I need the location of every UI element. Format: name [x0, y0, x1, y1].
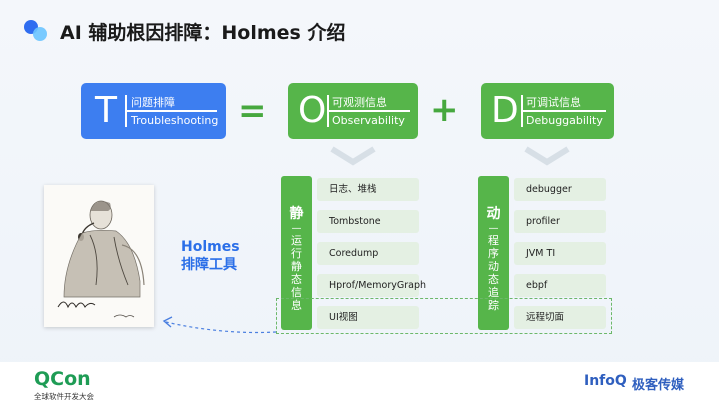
- observability-box: O 可观测信息 Observability: [288, 83, 418, 139]
- qcon-subtitle: 全球软件开发大会: [34, 392, 94, 401]
- static-head-char: 静: [289, 206, 304, 222]
- dynamic-item: 远程切面: [514, 306, 606, 329]
- o-underline: [327, 110, 410, 112]
- d-en-label: Debuggability: [526, 114, 603, 127]
- dynamic-char: 态: [488, 273, 499, 286]
- holmes-portrait-image: [44, 185, 154, 327]
- dynamic-separator: —: [488, 223, 499, 234]
- static-item: Hprof/MemoryGraph: [317, 274, 426, 297]
- static-char: 态: [291, 273, 302, 286]
- static-item: UI视图: [317, 306, 419, 329]
- dynamic-item: JVM TI: [514, 242, 606, 265]
- qcon-logo: QCon: [34, 368, 91, 390]
- portrait-sketch-icon: [44, 185, 154, 327]
- dynamic-char: 踪: [488, 299, 499, 312]
- dynamic-info-vertical-label: 动 — 程 序 动 态 追 踪: [478, 204, 509, 312]
- static-item: Tombstone: [317, 210, 419, 233]
- static-info-vertical-label: 静 — 运 行 静 态 信 息: [281, 204, 312, 312]
- chevron-down-icon: [524, 146, 570, 166]
- o-en-label: Observability: [332, 114, 405, 127]
- dynamic-item: profiler: [514, 210, 606, 233]
- slide-title: AI 辅助根因排障：Holmes 介绍: [60, 22, 346, 44]
- o-zh-label: 可观测信息: [332, 96, 387, 109]
- dynamic-char: 追: [488, 286, 499, 299]
- dynamic-char: 程: [488, 234, 499, 247]
- static-char: 行: [291, 247, 302, 260]
- t-letter: T: [95, 90, 117, 131]
- infoq-logo: InfoQ: [584, 373, 627, 389]
- holmes-tool-label: Holmes 排障工具: [181, 238, 240, 274]
- troubleshooting-box: T 问题排障 Troubleshooting: [81, 83, 226, 139]
- holmes-label-line2: 排障工具: [181, 257, 237, 273]
- t-en-label: Troubleshooting: [131, 114, 219, 127]
- t-zh-label: 问题排障: [131, 96, 175, 109]
- d-letter: D: [491, 90, 519, 131]
- static-char: 息: [291, 299, 302, 312]
- holmes-label-line1: Holmes: [181, 239, 240, 255]
- geek-media-logo: 极客传媒: [632, 378, 685, 393]
- static-char: 运: [291, 234, 302, 247]
- t-underline: [125, 110, 217, 112]
- d-zh-label: 可调试信息: [526, 96, 581, 109]
- chevron-down-icon: [330, 146, 376, 166]
- dynamic-info-bar: 动 — 程 序 动 态 追 踪: [478, 176, 509, 330]
- equals-sign: =: [238, 91, 267, 131]
- static-info-bar: 静 — 运 行 静 态 信 息: [281, 176, 312, 330]
- footer-bar: [0, 362, 719, 405]
- dynamic-head-char: 动: [486, 206, 501, 222]
- static-char: 静: [291, 260, 302, 273]
- static-item: 日志、堆栈: [317, 178, 419, 201]
- dynamic-char: 序: [488, 247, 499, 260]
- highlight-dashed-box: [276, 298, 612, 334]
- dynamic-item: ebpf: [514, 274, 606, 297]
- dynamic-item: debugger: [514, 178, 606, 201]
- plus-sign: +: [430, 90, 459, 130]
- d-underline: [521, 110, 606, 112]
- title-dot-light-icon: [33, 27, 47, 41]
- static-item: Coredump: [317, 242, 419, 265]
- static-char: 信: [291, 286, 302, 299]
- debuggability-box: D 可调试信息 Debuggability: [481, 83, 614, 139]
- dotted-arrow-icon: [162, 316, 277, 334]
- static-separator: —: [291, 223, 302, 234]
- o-letter: O: [298, 90, 327, 131]
- dynamic-char: 动: [488, 260, 499, 273]
